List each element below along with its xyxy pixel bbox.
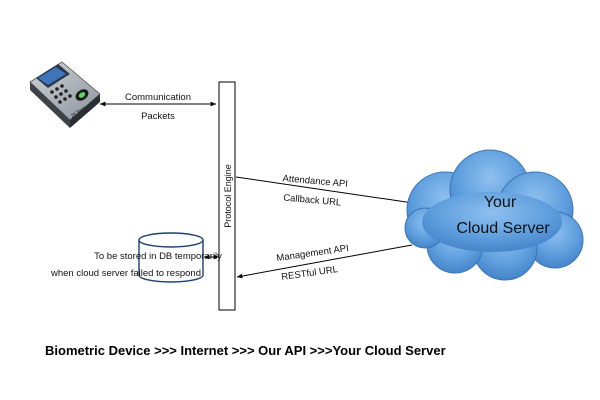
biometric-terminal-icon: ZKTeco [29, 61, 101, 128]
communication-label-line1: Communication [125, 92, 191, 103]
communication-label-line2: Packets [141, 111, 175, 122]
protocol-engine-label: Protocol Engine [223, 164, 233, 228]
flow-caption: Biometric Device >>> Internet >>> Our AP… [45, 343, 446, 358]
cloud-icon [404, 149, 584, 281]
management-api-arrow [236, 244, 413, 279]
attendance-label-line2: Callback URL [283, 192, 342, 208]
protocol-engine-box [218, 81, 236, 311]
database-cylinder-icon [138, 232, 204, 283]
database-label-line2: when cloud server failed to respond [50, 268, 201, 279]
cloud-label-line1: Your [484, 194, 517, 211]
management-label-line1: Management API [276, 243, 350, 264]
attendance-label-line1: Attendance API [282, 173, 348, 190]
attendance-api-arrow [235, 176, 414, 205]
database-label-line1: To be stored in DB temporarily [94, 251, 222, 262]
cloud-label-line2: Cloud Server [456, 220, 550, 237]
